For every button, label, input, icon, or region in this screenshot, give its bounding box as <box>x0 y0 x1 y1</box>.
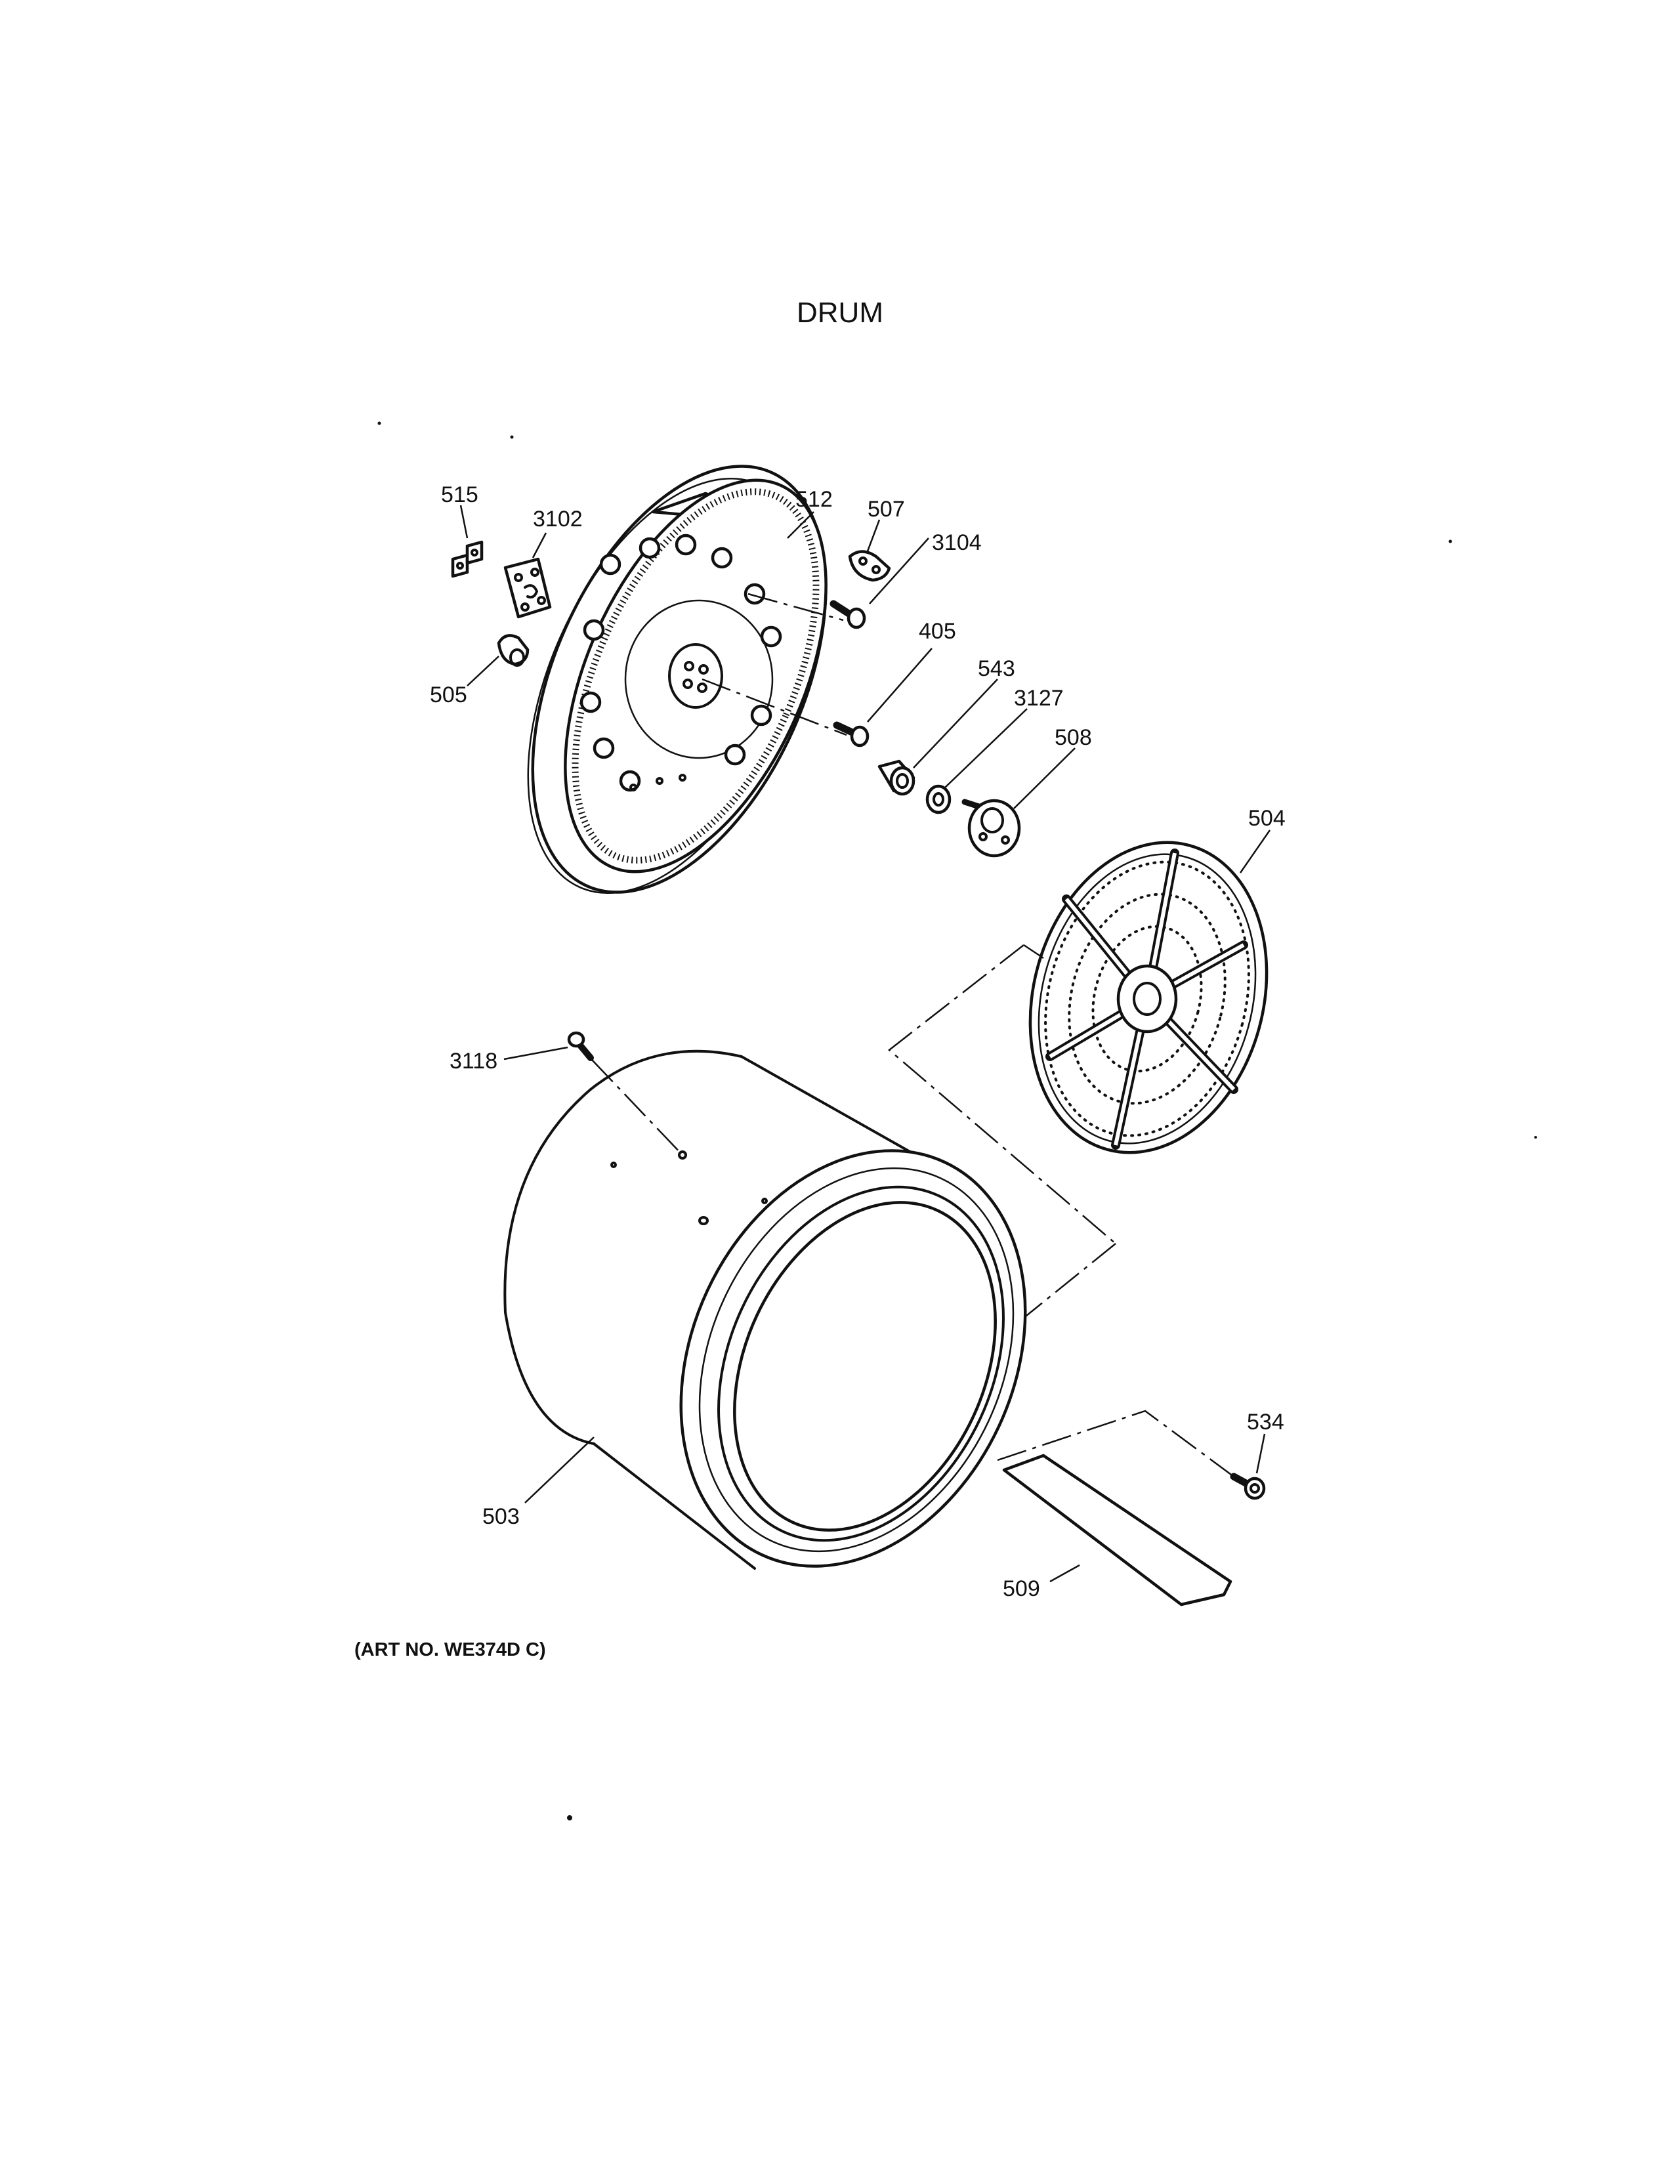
callout-503: 503 <box>482 1504 520 1529</box>
callout-507: 507 <box>868 497 905 522</box>
bracket-part-507[interactable] <box>848 550 891 582</box>
bearing-part-543[interactable] <box>877 759 915 796</box>
callout-405: 405 <box>919 619 956 644</box>
shaft-part-508[interactable] <box>961 799 1021 858</box>
nut-part-505[interactable] <box>497 634 530 667</box>
plate-part-3102[interactable] <box>503 557 552 619</box>
callout-508: 508 <box>1055 725 1092 750</box>
drum-part-503[interactable] <box>503 1049 1090 1623</box>
callout-504: 504 <box>1248 806 1286 831</box>
callout-3104: 3104 <box>932 530 982 555</box>
callout-3118: 3118 <box>450 1049 497 1074</box>
screw-part-3118[interactable] <box>567 1031 594 1061</box>
lifter-part-509[interactable] <box>1002 1454 1232 1606</box>
callout-515: 515 <box>441 482 478 507</box>
screw-part-405[interactable] <box>833 721 870 747</box>
page-title: DRUM <box>797 297 883 329</box>
scan-specks <box>377 421 1537 1820</box>
rear-bulkhead-part-512[interactable] <box>471 422 885 937</box>
screw-part-534[interactable] <box>1230 1473 1266 1500</box>
drum-baffle-part-504[interactable] <box>997 816 1300 1179</box>
callout-3102: 3102 <box>533 507 583 532</box>
callout-543: 543 <box>978 656 1015 681</box>
clip-part-515[interactable] <box>451 540 484 578</box>
callout-3127: 3127 <box>1014 686 1064 711</box>
callout-leaders <box>459 505 1271 1583</box>
callout-512: 512 <box>795 487 833 512</box>
callout-505: 505 <box>430 682 467 707</box>
callout-534: 534 <box>1247 1410 1284 1435</box>
callout-labels: 515 3102 512 507 3104 505 405 543 3127 5… <box>430 482 1286 1601</box>
callout-509: 509 <box>1003 1576 1040 1601</box>
washer-part-3127[interactable] <box>925 784 952 814</box>
screw-part-3104[interactable] <box>830 600 866 629</box>
art-number: (ART NO. WE374D C) <box>354 1639 546 1660</box>
